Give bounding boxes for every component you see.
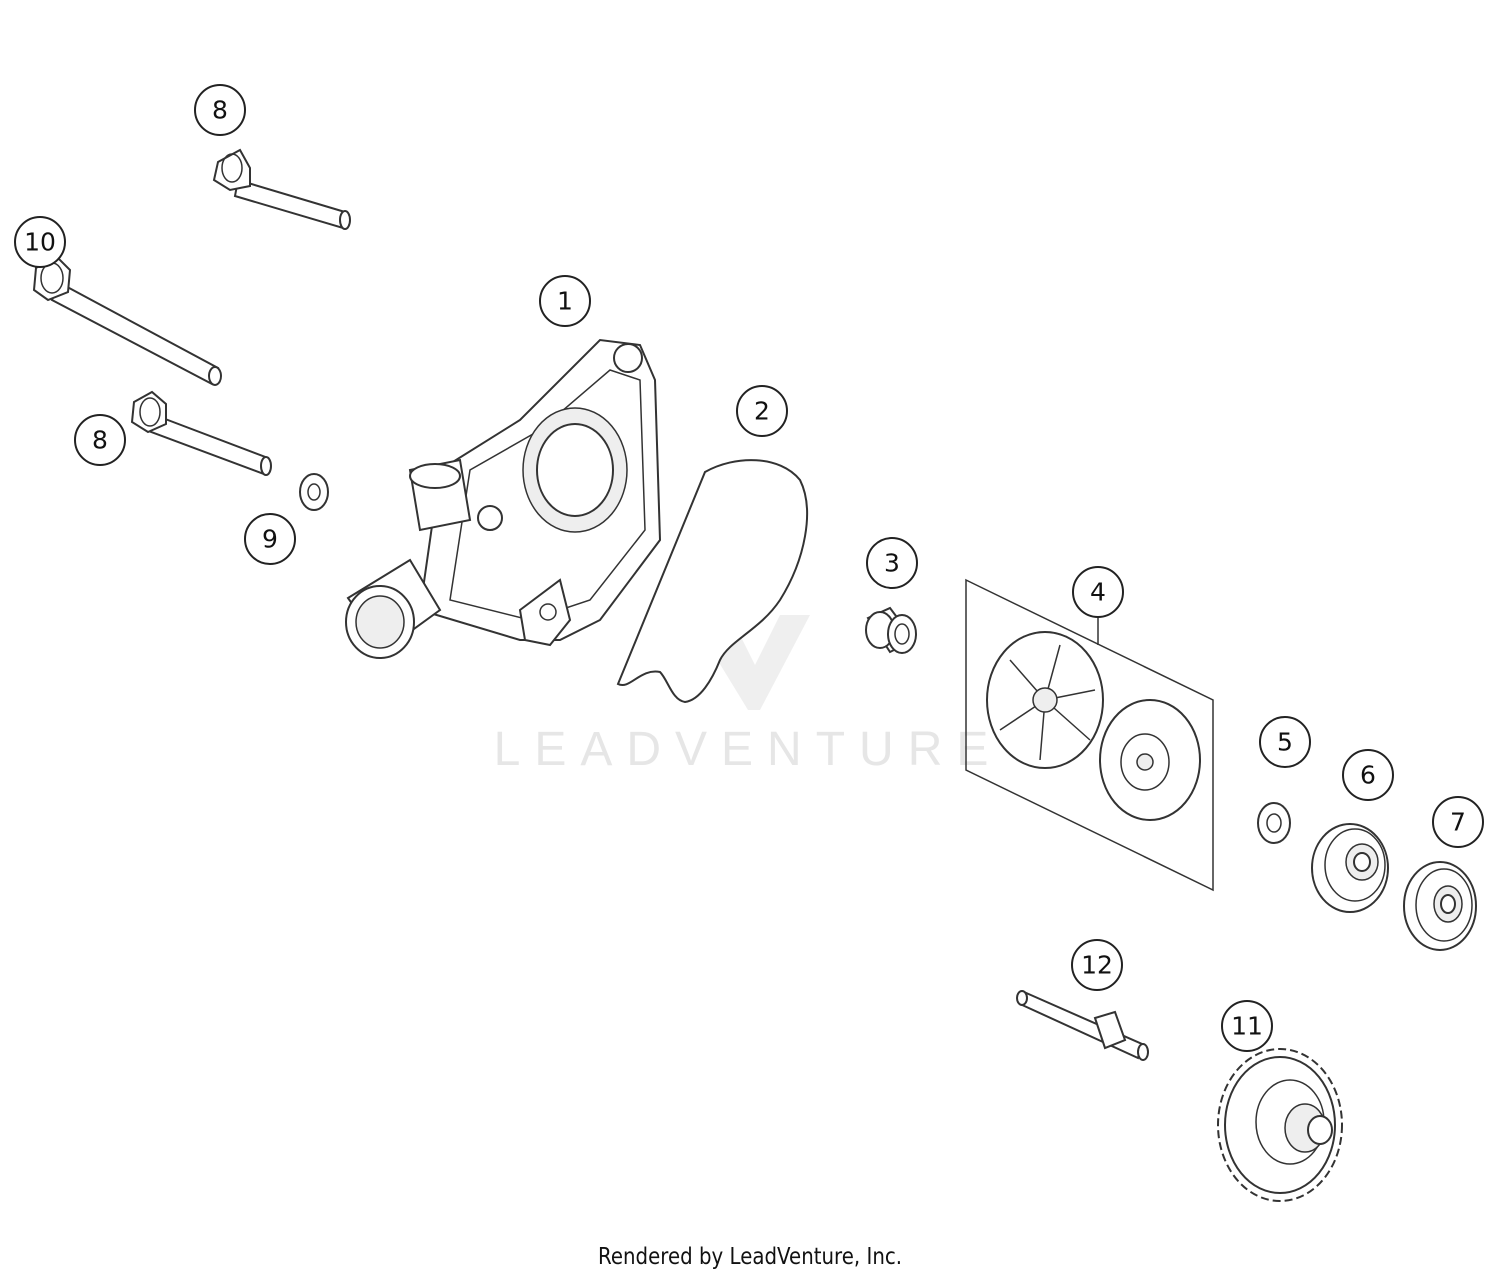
callout-4: 4 [1072, 566, 1124, 618]
bolt-8-top [212, 148, 351, 230]
callout-label: 11 [1231, 1012, 1263, 1041]
callout-label: 3 [884, 549, 900, 578]
gear-11 [1217, 1048, 1343, 1202]
bearing-6 [1311, 823, 1389, 913]
callout-label: 10 [24, 228, 56, 257]
washer-9 [299, 473, 329, 511]
shaft-12 [1016, 990, 1149, 1061]
callout-2: 2 [736, 385, 788, 437]
washer-5 [1257, 802, 1291, 844]
callout-8-lower: 8 [74, 414, 126, 466]
callout-label: 4 [1090, 578, 1106, 607]
callout-3: 3 [866, 537, 918, 589]
callout-label: 12 [1081, 951, 1113, 980]
callout-12: 12 [1071, 939, 1123, 991]
callout-label: 1 [557, 287, 573, 316]
callout-label: 5 [1277, 728, 1293, 757]
callout-label: 7 [1450, 808, 1466, 837]
bolt-10 [32, 254, 222, 386]
callout-label: 6 [1360, 761, 1376, 790]
callout-label: 2 [754, 397, 770, 426]
callout-label: 9 [262, 525, 278, 554]
callout-6: 6 [1342, 749, 1394, 801]
bolt-8-lower [130, 390, 272, 476]
gasket-2 [616, 459, 809, 704]
callout-10: 10 [14, 216, 66, 268]
seal-3 [865, 606, 917, 654]
callout-11: 11 [1221, 1000, 1273, 1052]
callout-8-top: 8 [194, 84, 246, 136]
footer-credit: Rendered by LeadVenture, Inc. [597, 1244, 903, 1270]
callout-1: 1 [539, 275, 591, 327]
watermark-text: LEADVENTURE [494, 723, 1003, 776]
callout-5: 5 [1259, 716, 1311, 768]
impeller-kit-4 [965, 578, 1214, 892]
callout-9: 9 [244, 513, 296, 565]
bearing-7 [1403, 861, 1477, 951]
callout-label: 8 [212, 96, 228, 125]
callout-7: 7 [1432, 796, 1484, 848]
callout-label: 8 [92, 426, 108, 455]
pump-housing-1 [345, 338, 662, 659]
